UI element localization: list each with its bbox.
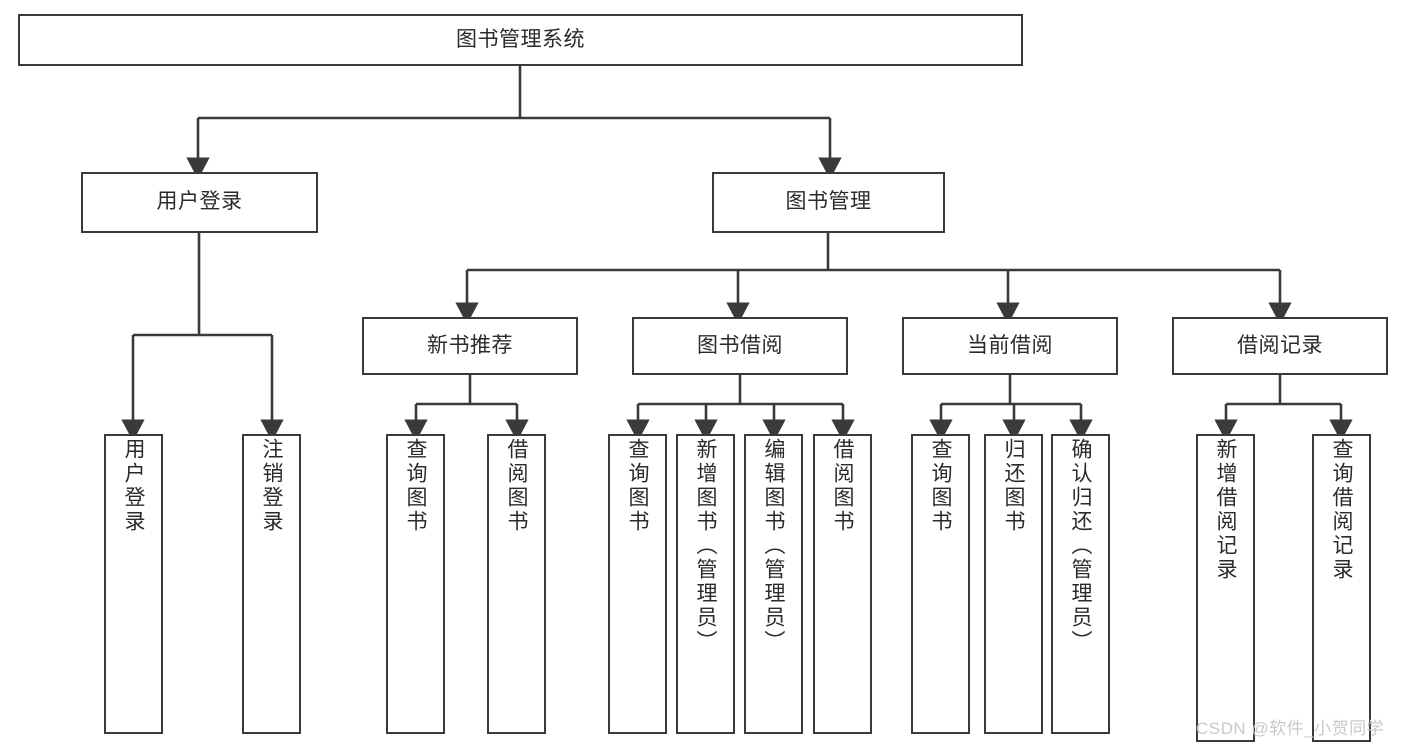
leaf-add-book-label: 新增图书（管理员） (694, 438, 717, 654)
leaf-borrow-book-2[interactable]: 借阅图书 (813, 434, 872, 734)
node-root[interactable]: 图书管理系统 (18, 14, 1023, 66)
leaf-query-book-2-label: 查询图书 (626, 438, 649, 534)
node-book-borrow[interactable]: 图书借阅 (632, 317, 848, 375)
leaf-add-book[interactable]: 新增图书（管理员） (676, 434, 735, 734)
leaf-logout-login-label: 注销登录 (260, 438, 283, 534)
node-book-manage[interactable]: 图书管理 (712, 172, 945, 233)
node-current-borrow-label: 当前借阅 (967, 333, 1053, 357)
leaf-query-borrow-record[interactable]: 查询借阅记录 (1312, 434, 1371, 742)
leaf-user-login-label: 用户登录 (122, 438, 145, 534)
leaf-return-book[interactable]: 归还图书 (984, 434, 1043, 734)
node-current-borrow[interactable]: 当前借阅 (902, 317, 1118, 375)
leaf-query-book-1-label: 查询图书 (404, 438, 427, 534)
node-new-book-recommend-label: 新书推荐 (427, 333, 513, 357)
leaf-borrow-book-1-label: 借阅图书 (505, 438, 528, 534)
leaf-logout-login[interactable]: 注销登录 (242, 434, 301, 734)
leaf-query-book-3[interactable]: 查询图书 (911, 434, 970, 734)
leaf-edit-book[interactable]: 编辑图书（管理员） (744, 434, 803, 734)
node-borrow-record[interactable]: 借阅记录 (1172, 317, 1388, 375)
leaf-edit-book-label: 编辑图书（管理员） (762, 438, 785, 654)
leaf-add-borrow-record[interactable]: 新增借阅记录 (1196, 434, 1255, 742)
node-user-login[interactable]: 用户登录 (81, 172, 318, 233)
leaf-query-book-2[interactable]: 查询图书 (608, 434, 667, 734)
node-new-book-recommend[interactable]: 新书推荐 (362, 317, 578, 375)
leaf-confirm-return[interactable]: 确认归还（管理员） (1051, 434, 1110, 734)
leaf-query-book-1[interactable]: 查询图书 (386, 434, 445, 734)
node-root-label: 图书管理系统 (456, 27, 585, 51)
leaf-borrow-book-1[interactable]: 借阅图书 (487, 434, 546, 734)
node-book-manage-label: 图书管理 (785, 190, 872, 214)
leaf-query-borrow-record-label: 查询借阅记录 (1330, 438, 1353, 582)
node-borrow-record-label: 借阅记录 (1237, 333, 1323, 357)
leaf-query-book-3-label: 查询图书 (929, 438, 952, 534)
leaf-user-login[interactable]: 用户登录 (104, 434, 163, 734)
leaf-borrow-book-2-label: 借阅图书 (831, 438, 854, 534)
leaf-add-borrow-record-label: 新增借阅记录 (1214, 438, 1237, 582)
leaf-return-book-label: 归还图书 (1002, 438, 1025, 534)
node-book-borrow-label: 图书借阅 (697, 333, 783, 357)
node-user-login-label: 用户登录 (156, 190, 243, 214)
leaf-confirm-return-label: 确认归还（管理员） (1069, 438, 1092, 654)
csdn-watermark: CSDN @软件_小贺同学 (1196, 719, 1385, 738)
